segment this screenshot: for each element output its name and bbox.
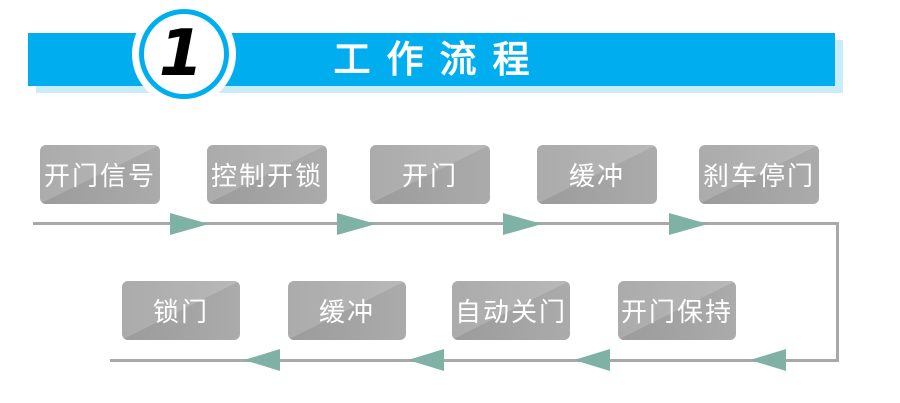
step-brake-stop: 刹车停门 [699,145,819,204]
arrow-right-icon [170,213,209,235]
arrow-left-icon [244,349,280,371]
flow-line-right [836,222,839,362]
arrow-right-icon [337,213,376,235]
step-door-open: 开门 [370,145,490,204]
flow-line-top [33,222,839,225]
arrow-left-icon [750,349,786,371]
arrow-right-icon [669,213,708,235]
step-control-unlock: 控制开锁 [207,145,327,204]
arrow-left-icon [574,349,610,371]
step-number-badge: 1 [139,9,229,99]
step-door-open-hold: 开门保持 [618,281,736,340]
step-buffer-open: 缓冲 [537,145,657,204]
step-buffer-close: 缓冲 [288,281,406,340]
page-title: 工作流程 [333,39,546,80]
arrow-left-icon [408,349,444,371]
arrow-right-icon [503,213,542,235]
step-auto-close: 自动关门 [452,281,570,340]
step-number: 1 [158,17,204,91]
step-door-open-signal: 开门信号 [40,145,160,204]
step-lock-door: 锁门 [122,281,240,340]
flow-line-bottom [110,359,839,362]
